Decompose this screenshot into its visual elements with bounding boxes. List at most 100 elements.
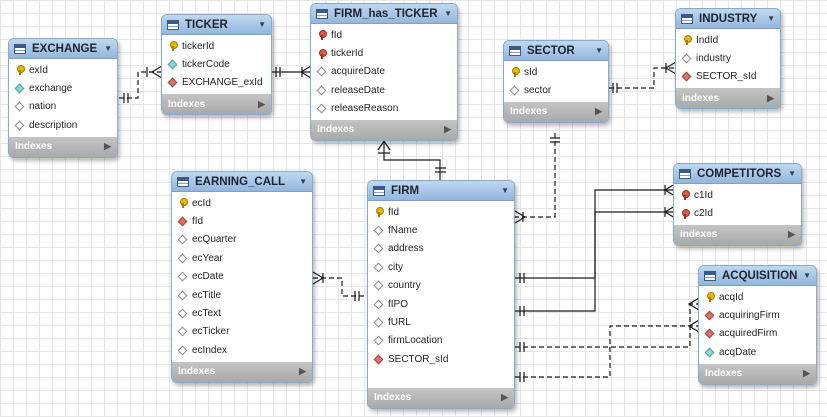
column-row[interactable]: c1Id — [674, 186, 801, 204]
not-null-column-icon — [704, 347, 715, 358]
column-row[interactable]: fName — [368, 221, 514, 239]
column-row[interactable]: acqDate — [699, 343, 816, 361]
table-header[interactable]: COMPETITORS ▼ — [674, 164, 801, 184]
table-header[interactable]: FIRM ▼ — [368, 181, 514, 201]
column-row[interactable]: fId — [172, 212, 312, 230]
column-row[interactable]: description — [9, 116, 117, 134]
collapse-arrow-icon[interactable]: ▼ — [767, 14, 775, 23]
table-name: SECTOR — [527, 44, 575, 57]
table-header[interactable]: FIRM_has_TICKER ▼ — [311, 4, 457, 24]
table-ticker[interactable]: TICKER ▼ tickerId tickerCode EXCHANGE_ex… — [161, 14, 272, 116]
column-name: releaseReason — [331, 103, 399, 115]
expand-arrow-icon[interactable]: ▶ — [444, 124, 451, 135]
column-row[interactable]: IndId — [676, 31, 780, 49]
indexes-section[interactable]: Indexes ▶ — [676, 88, 780, 109]
column-name: tickerCode — [182, 59, 230, 71]
expand-arrow-icon[interactable]: ▶ — [595, 106, 602, 117]
indexes-section[interactable]: Indexes ▶ — [504, 101, 608, 122]
column-row[interactable]: exId — [9, 61, 117, 79]
expand-arrow-icon[interactable]: ▶ — [788, 229, 795, 240]
expand-arrow-icon[interactable]: ▶ — [104, 141, 111, 152]
primary-key-icon — [706, 292, 715, 303]
expand-arrow-icon[interactable]: ▶ — [501, 392, 508, 403]
column-row[interactable]: sId — [504, 63, 608, 81]
expand-arrow-icon[interactable]: ▶ — [258, 98, 265, 109]
table-name: COMPETITORS — [697, 167, 782, 180]
column-row[interactable]: acquiringFirm — [699, 306, 816, 324]
column-row[interactable]: firmLocation — [368, 332, 514, 350]
column-row[interactable]: fId — [368, 203, 514, 221]
column-row[interactable]: acqId — [699, 288, 816, 306]
table-sector[interactable]: SECTOR ▼ sId sector Indexes ▶ — [503, 40, 609, 123]
column-row[interactable]: SECTOR_sId — [368, 350, 514, 368]
collapse-arrow-icon[interactable]: ▼ — [788, 169, 796, 178]
collapse-arrow-icon[interactable]: ▼ — [104, 44, 112, 53]
collapse-arrow-icon[interactable]: ▼ — [501, 186, 509, 195]
column-row[interactable]: city — [368, 258, 514, 276]
table-firm[interactable]: FIRM ▼ fId fName address city country fI… — [367, 180, 515, 409]
column-row[interactable]: c2Id — [674, 204, 801, 222]
column-name: fIPO — [388, 298, 409, 310]
expand-arrow-icon[interactable]: ▶ — [803, 368, 810, 379]
column-row[interactable]: releaseDate — [311, 81, 457, 99]
column-row[interactable]: tickerId — [311, 44, 457, 62]
table-name: EXCHANGE — [32, 42, 98, 55]
column-row[interactable]: exchange — [9, 79, 117, 97]
indexes-section[interactable]: Indexes ▶ — [9, 136, 117, 157]
column-row[interactable]: fIPO — [368, 295, 514, 313]
table-acquisition[interactable]: ACQUISITION ▼ acqId acquiringFirm acquir… — [698, 265, 817, 385]
column-row[interactable]: fId — [311, 26, 457, 44]
column-row[interactable]: sector — [504, 81, 608, 99]
column-row[interactable]: fURL — [368, 313, 514, 331]
table-firm-has-ticker[interactable]: FIRM_has_TICKER ▼ fId tickerId acquireDa… — [310, 3, 458, 141]
collapse-arrow-icon[interactable]: ▼ — [258, 20, 266, 29]
column-row[interactable]: ecDate — [172, 268, 312, 286]
column-row[interactable]: acquireDate — [311, 63, 457, 81]
column-row[interactable]: tickerCode — [162, 55, 271, 73]
column-row[interactable]: ecQuarter — [172, 231, 312, 249]
table-header[interactable]: ACQUISITION ▼ — [699, 266, 816, 286]
collapse-arrow-icon[interactable]: ▼ — [595, 46, 603, 55]
collapse-arrow-icon[interactable]: ▼ — [803, 271, 811, 280]
indexes-section[interactable]: Indexes ▶ — [368, 387, 514, 408]
table-exchange[interactable]: EXCHANGE ▼ exId exchange nation descript… — [8, 38, 118, 158]
column-name: ecId — [192, 197, 211, 209]
table-header[interactable]: EARNING_CALL ▼ — [172, 172, 312, 192]
nullable-column-icon — [316, 103, 327, 114]
table-competitors[interactable]: COMPETITORS ▼ c1Id c2Id Indexes ▶ — [673, 163, 802, 246]
collapse-arrow-icon[interactable]: ▼ — [299, 177, 307, 186]
column-row[interactable]: nation — [9, 98, 117, 116]
expand-arrow-icon[interactable]: ▶ — [299, 366, 306, 377]
column-row[interactable]: EXCHANGE_exId — [162, 74, 271, 92]
indexes-section[interactable]: Indexes ▶ — [674, 224, 801, 245]
column-row[interactable]: industry — [676, 49, 780, 67]
column-row[interactable]: ecIndex — [172, 341, 312, 359]
collapse-arrow-icon[interactable]: ▼ — [444, 9, 452, 18]
expand-arrow-icon[interactable]: ▶ — [767, 92, 774, 103]
table-header[interactable]: SECTOR ▼ — [504, 41, 608, 61]
column-row[interactable]: ecId — [172, 194, 312, 212]
column-row[interactable]: ecTitle — [172, 286, 312, 304]
indexes-section[interactable]: Indexes ▶ — [172, 361, 312, 382]
indexes-section[interactable]: Indexes ▶ — [162, 94, 271, 115]
column-row[interactable]: country — [368, 277, 514, 295]
table-header[interactable]: EXCHANGE ▼ — [9, 39, 117, 59]
column-row[interactable]: address — [368, 240, 514, 258]
column-row[interactable]: acquiredFirm — [699, 325, 816, 343]
primary-foreign-key-icon — [318, 48, 327, 59]
table-icon — [14, 43, 26, 54]
table-industry[interactable]: INDUSTRY ▼ IndId industry SECTOR_sId Ind… — [675, 8, 781, 110]
column-row[interactable]: ecYear — [172, 249, 312, 267]
column-row[interactable]: SECTOR_sId — [676, 68, 780, 86]
indexes-section[interactable]: Indexes ▶ — [311, 119, 457, 140]
column-row[interactable]: ecText — [172, 304, 312, 322]
column-name: releaseDate — [331, 84, 385, 96]
column-row[interactable]: releaseReason — [311, 100, 457, 118]
table-earning-call[interactable]: EARNING_CALL ▼ ecId fId ecQuarter ecYear… — [171, 171, 313, 383]
column-name: country — [388, 280, 421, 292]
table-header[interactable]: INDUSTRY ▼ — [676, 9, 780, 29]
column-row[interactable]: tickerId — [162, 37, 271, 55]
table-header[interactable]: TICKER ▼ — [162, 15, 271, 35]
indexes-section[interactable]: Indexes ▶ — [699, 363, 816, 384]
column-row[interactable]: ecTicker — [172, 323, 312, 341]
